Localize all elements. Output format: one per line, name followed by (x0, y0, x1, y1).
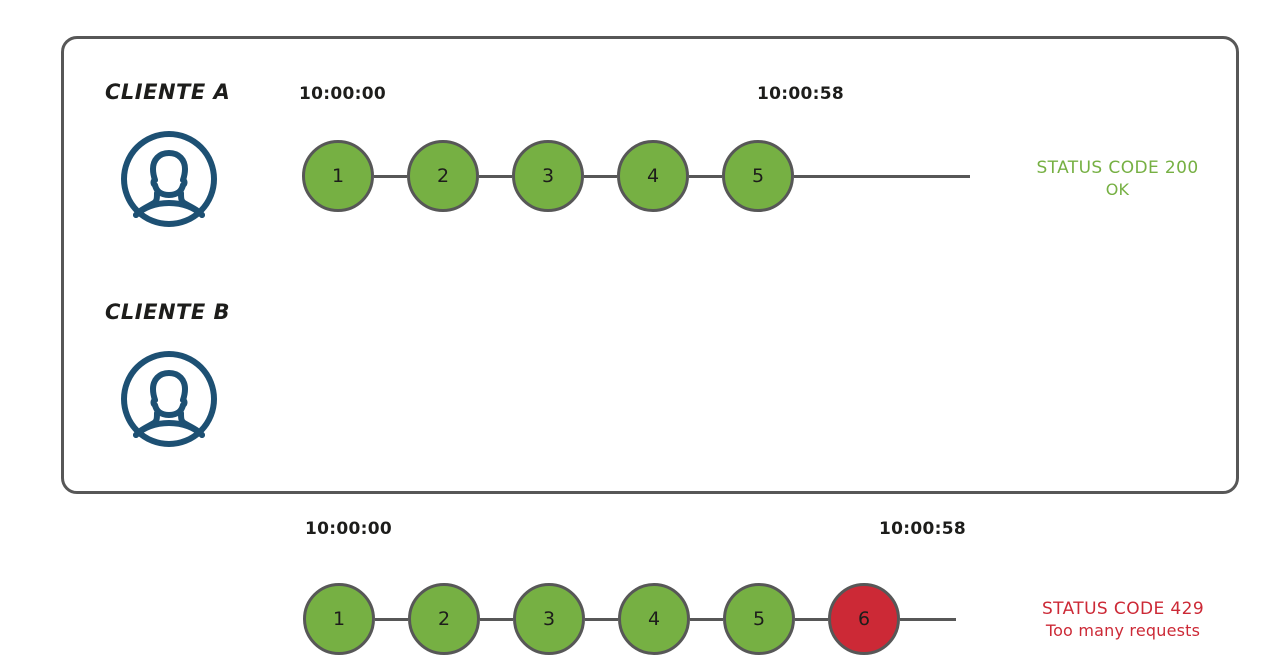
request-node[interactable]: 1 (303, 583, 375, 655)
user-avatar-icon (118, 348, 220, 450)
request-node[interactable]: 3 (513, 583, 585, 655)
chain-connector (585, 617, 618, 621)
chain-connector (374, 174, 407, 178)
status-message-line: Too many requests (1045, 621, 1201, 640)
client-label-b: CLIENTE B (105, 300, 231, 324)
status-code-line: STATUS CODE 200 (1036, 158, 1199, 178)
client-label-a: CLIENTE A (105, 80, 231, 104)
chain-tail (900, 617, 956, 621)
timestamp-end-b: 10:00:58 (879, 519, 966, 539)
status-badge-a: STATUS CODE 200 OK (1030, 157, 1205, 201)
chain-connector (795, 617, 828, 621)
chain-connector (479, 174, 512, 178)
request-node[interactable]: 4 (618, 583, 690, 655)
request-chain-a: 1 2 3 4 5 (302, 139, 970, 213)
chain-connector (375, 617, 408, 621)
timestamp-end-a: 10:00:58 (757, 84, 844, 104)
chain-tail (794, 174, 970, 178)
chain-connector (690, 617, 723, 621)
chain-connector (480, 617, 513, 621)
request-node[interactable]: 4 (617, 140, 689, 212)
request-node[interactable]: 1 (302, 140, 374, 212)
diagram-frame (61, 36, 1239, 494)
user-avatar-icon (118, 128, 220, 230)
diagram-canvas: CLIENTE A 10:00:00 10:00:58 1 2 3 4 (61, 36, 1239, 655)
request-node[interactable]: 2 (407, 140, 479, 212)
request-node-blocked[interactable]: 6 (828, 583, 900, 655)
timestamp-start-a: 10:00:00 (299, 84, 386, 104)
timestamp-start-b: 10:00:00 (305, 519, 392, 539)
request-node[interactable]: 2 (408, 583, 480, 655)
request-chain-b: 1 2 3 4 5 6 (303, 582, 956, 656)
status-badge-b: STATUS CODE 429 Too many requests (1028, 598, 1218, 642)
status-message-line: OK (1105, 180, 1130, 199)
request-node[interactable]: 3 (512, 140, 584, 212)
chain-connector (689, 174, 722, 178)
chain-connector (584, 174, 617, 178)
request-node[interactable]: 5 (722, 140, 794, 212)
status-code-line: STATUS CODE 429 (1041, 599, 1205, 619)
request-node[interactable]: 5 (723, 583, 795, 655)
